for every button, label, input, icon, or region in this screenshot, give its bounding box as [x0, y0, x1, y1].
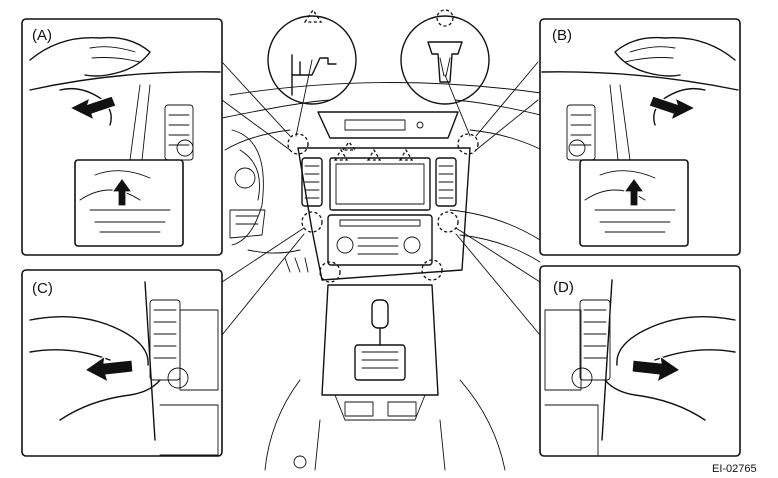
- leader-lines: [221, 59, 541, 336]
- callout-b-label: (B): [552, 27, 572, 44]
- pull-arrow-icon: [83, 354, 134, 384]
- up-arrow-icon: [110, 176, 134, 207]
- panel-b: (B): [539, 18, 741, 256]
- up-arrow-icon: [622, 176, 646, 207]
- panel-a: (A): [21, 18, 223, 256]
- panel-d: (D): [539, 265, 741, 457]
- dashboard-scene: [221, 82, 561, 471]
- panel-c: (C): [21, 269, 223, 457]
- pull-arrow-icon: [648, 95, 697, 122]
- callout-c-label: (C): [32, 280, 53, 297]
- claw-symbol: [267, 8, 357, 105]
- callout-a-label: (A): [32, 27, 52, 44]
- pull-arrow-icon: [631, 354, 682, 384]
- clip-symbol: [400, 9, 490, 105]
- callout-d-label: (D): [553, 279, 574, 296]
- figure-code: EI-02765: [712, 463, 757, 475]
- pull-arrow-icon: [68, 95, 117, 122]
